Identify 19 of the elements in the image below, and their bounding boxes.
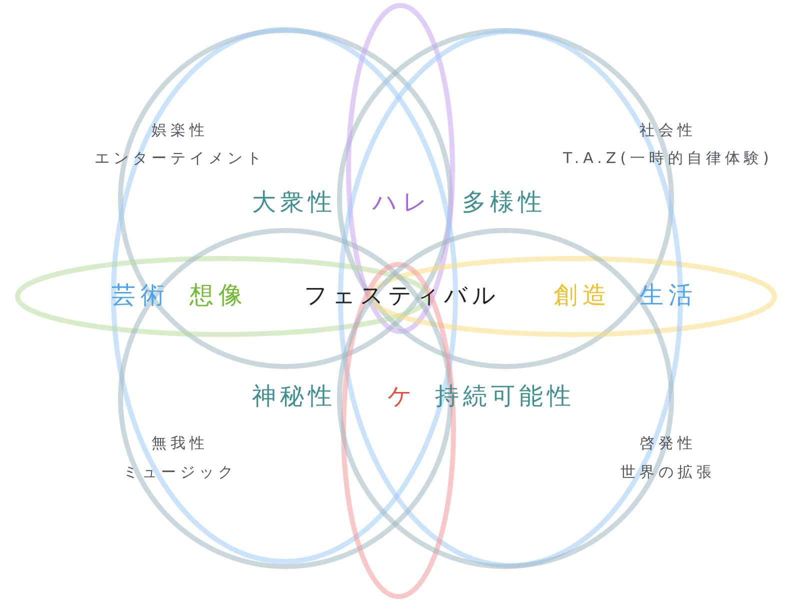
region-label: T.A.Z(一時的自律体験) — [562, 150, 773, 167]
circle-title: 多様性 — [461, 189, 546, 217]
ellipse-label: 生活 — [638, 282, 698, 310]
ellipse-label: 創造 — [552, 282, 612, 310]
circle-title: 持続可能性 — [434, 383, 575, 411]
ellipse-label: 芸術 — [110, 282, 170, 310]
center-label: フェスティバル — [303, 283, 500, 310]
circle-title: 神秘性 — [251, 383, 336, 411]
ellipse-label: ハレ — [371, 189, 432, 217]
region-label: 娯楽性 — [150, 122, 208, 139]
region-label: 啓発性 — [638, 434, 696, 452]
region-label: 無我性 — [150, 434, 208, 452]
region-label: ミュージック — [122, 464, 237, 481]
region-label: 社会性 — [638, 122, 696, 139]
region-label: 世界の拡張 — [620, 464, 716, 481]
region-label: エンターテイメント — [94, 150, 266, 167]
ellipse-label: 想像 — [188, 282, 248, 310]
circle-title: 大衆性 — [251, 189, 336, 217]
ellipse-label: ケ — [386, 383, 418, 411]
